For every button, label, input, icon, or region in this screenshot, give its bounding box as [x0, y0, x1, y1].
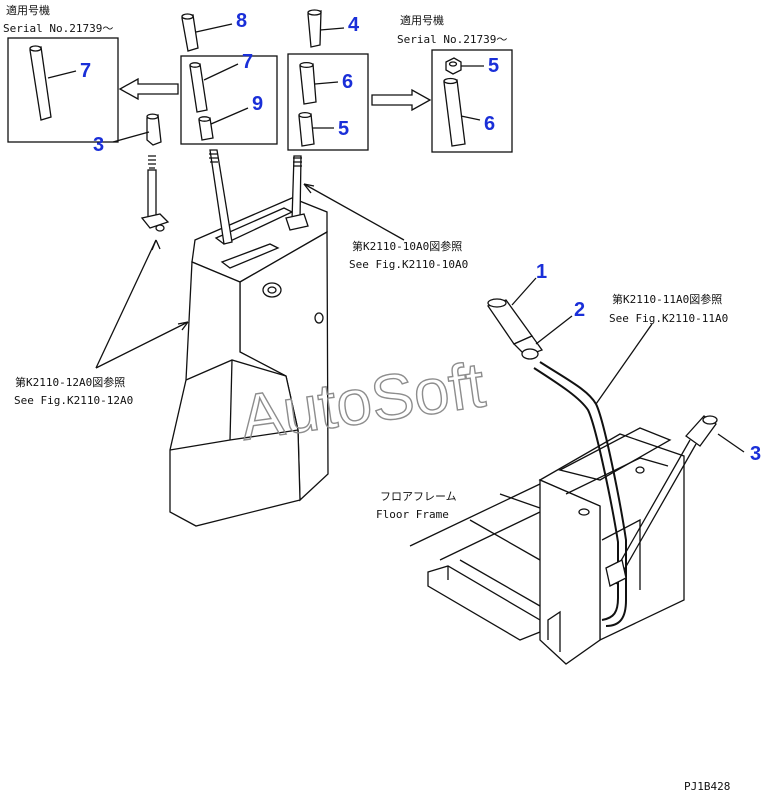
drawing-code: PJ1B428: [684, 780, 730, 793]
callout-1: 1: [536, 261, 547, 283]
ref-12A0-en: See Fig.K2110-12A0: [14, 394, 133, 407]
callout-5-inner: 5: [338, 118, 349, 140]
floor-frame-assembly: [409, 298, 718, 665]
part-3-knob-left: 3: [93, 113, 170, 232]
detail-box-right-inner: 6 5: [287, 53, 369, 151]
detail-box-left: 適用号機 Serial No.21739～ 7: [3, 3, 119, 143]
serial-label-left: Serial No.21739～: [3, 22, 113, 35]
detail-box-right: 適用号機 Serial No.21739～ 5 6: [397, 13, 513, 153]
callout-7-left: 7: [80, 60, 91, 82]
part-4-grip: 4: [307, 9, 360, 48]
arrow-right: [371, 88, 432, 112]
callout-6-right: 6: [484, 113, 495, 135]
serial-label-right: Serial No.21739～: [397, 33, 507, 46]
callout-2: 2: [574, 299, 585, 321]
callout-7-middle: 7: [242, 51, 253, 73]
callout-3-right: 3: [750, 443, 761, 465]
callout-4: 4: [348, 14, 360, 36]
ref-11A0-jp: 第K2110-11A0図参照: [612, 292, 722, 306]
floor-frame-jp: フロアフレーム: [380, 490, 457, 503]
callout-5-right: 5: [488, 55, 499, 77]
ref-11A0-en: See Fig.K2110-11A0: [609, 312, 728, 325]
ref-10A0-en: See Fig.K2110-10A0: [349, 258, 468, 271]
applies-label-left: 適用号機: [6, 3, 50, 17]
console-housing: [169, 149, 329, 527]
applies-label-right: 適用号機: [400, 13, 444, 27]
part-8-grip: 8: [181, 10, 247, 52]
callout-3-left: 3: [93, 134, 104, 156]
floor-frame-en: Floor Frame: [376, 508, 449, 521]
callout-8: 8: [236, 10, 247, 32]
detail-box-middle: 7 9: [180, 51, 278, 145]
ref-12A0-jp: 第K2110-12A0図参照: [15, 375, 125, 389]
callout-9: 9: [252, 93, 263, 115]
arrow-left: [118, 77, 179, 101]
callout-6-inner: 6: [342, 71, 353, 93]
ref-10A0-jp: 第K2110-10A0図参照: [352, 239, 462, 253]
